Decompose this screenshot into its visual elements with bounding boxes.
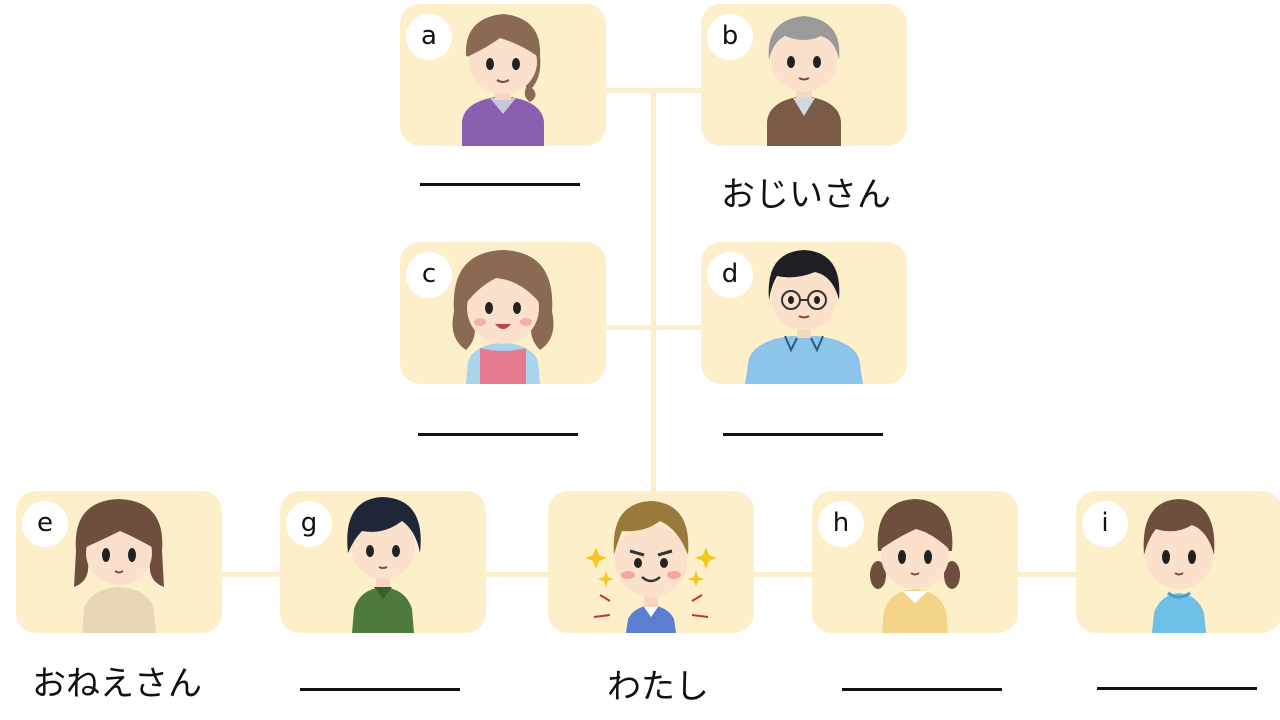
answer-blank-g[interactable] [300,688,460,691]
younger-brother-avatar [1143,499,1215,633]
card-me [548,491,754,633]
badge-d: d [707,252,753,298]
answer-blank-a[interactable] [420,183,580,186]
card-i: i [1076,491,1280,633]
card-g: g [280,491,486,633]
badge-a: a [406,14,452,60]
grandfather-avatar [767,16,841,146]
answer-label-me: わたし [607,667,709,707]
answer-blank-c[interactable] [418,433,578,436]
badge-h: h [818,501,864,547]
mother-avatar [452,250,554,384]
father-avatar [745,250,863,384]
answer-label-b: おじいさん [721,175,891,215]
connector-trunk [651,90,656,492]
badge-g: g [286,501,332,547]
badge-i: i [1082,501,1128,547]
card-h: h [812,491,1018,633]
card-e: e [16,491,222,633]
answer-blank-i[interactable] [1097,687,1257,690]
watashi-avatar [585,501,717,633]
card-c: c [400,242,606,384]
badge-c: c [406,252,452,298]
connector-parents [605,325,703,330]
older-sister-avatar [74,499,164,633]
badge-b: b [707,14,753,60]
connector-grandparents [605,88,703,93]
card-a: a [400,4,606,146]
card-b: b [701,4,907,146]
answer-blank-d[interactable] [723,433,883,436]
badge-e: e [22,501,68,547]
card-d: d [701,242,907,384]
grandmother-avatar [462,14,544,146]
older-brother-avatar [347,497,421,633]
answer-blank-h[interactable] [842,688,1002,691]
answer-label-e: おねえさん [32,664,202,704]
younger-sister-avatar [870,499,960,633]
